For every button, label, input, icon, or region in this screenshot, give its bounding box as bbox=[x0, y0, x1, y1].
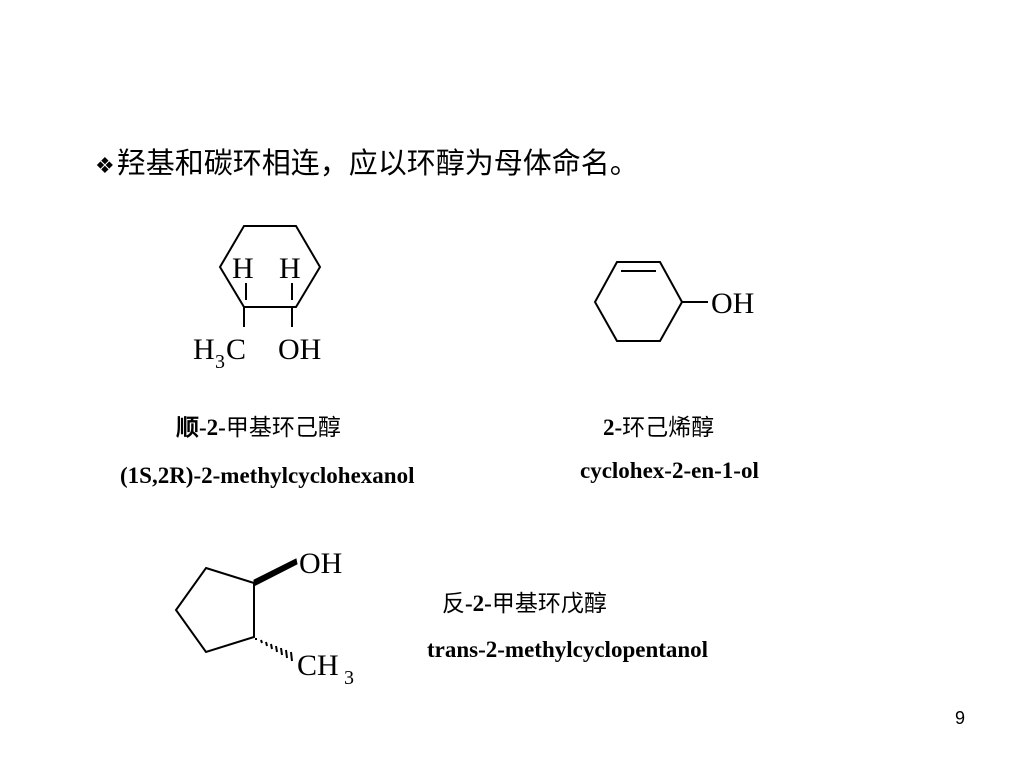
structure-cyclohex-2-en-1-ol: OH bbox=[593, 261, 754, 342]
cyclohexene-ring bbox=[593, 261, 684, 342]
compound1-name-en: (1S,2R)-2-methylcyclohexanol bbox=[120, 463, 415, 488]
atom-oh: OH bbox=[299, 547, 342, 580]
atom-h-left: H bbox=[232, 252, 254, 285]
compound2-name-cn: 2-环己烯醇 bbox=[603, 415, 715, 441]
atom-ch3-c: C bbox=[226, 333, 246, 366]
compound3-name-en: trans-2-methylcyclopentanol bbox=[427, 637, 709, 662]
heading-text: 羟基和碳环相连，应以环醇为母体命名。 bbox=[116, 146, 639, 180]
atom-ch3-subscript: 3 bbox=[215, 351, 225, 373]
atom-ch3-subscript: 3 bbox=[344, 667, 354, 689]
structure-cis-2-methylcyclohexanol: H H H 3 C OH bbox=[193, 225, 322, 373]
atom-h-right: H bbox=[279, 252, 301, 285]
diamond-bullet-icon: ❖ bbox=[95, 154, 115, 179]
atom-oh: OH bbox=[278, 333, 321, 366]
atom-ch3-h: H bbox=[193, 333, 215, 366]
atom-oh: OH bbox=[711, 287, 754, 320]
cyclopentane-ring bbox=[174, 566, 255, 654]
structure-trans-2-methylcyclopentanol: OH CH 3 bbox=[174, 547, 354, 689]
wedge-bond-oh bbox=[253, 558, 298, 587]
page-number: 9 bbox=[954, 708, 965, 728]
compound2-name-en: cyclohex-2-en-1-ol bbox=[580, 458, 759, 483]
atom-ch3: CH bbox=[297, 649, 339, 682]
compound3-name-cn: 反-2-甲基环戊醇 bbox=[442, 591, 607, 617]
hashed-bond-ch3 bbox=[255, 638, 293, 662]
cyclohexane-ring bbox=[218, 225, 322, 308]
slide-heading: ❖羟基和碳环相连，应以环醇为母体命名。 bbox=[95, 140, 639, 182]
compound1-name-cn: 顺-2-甲基环己醇 bbox=[176, 415, 341, 441]
